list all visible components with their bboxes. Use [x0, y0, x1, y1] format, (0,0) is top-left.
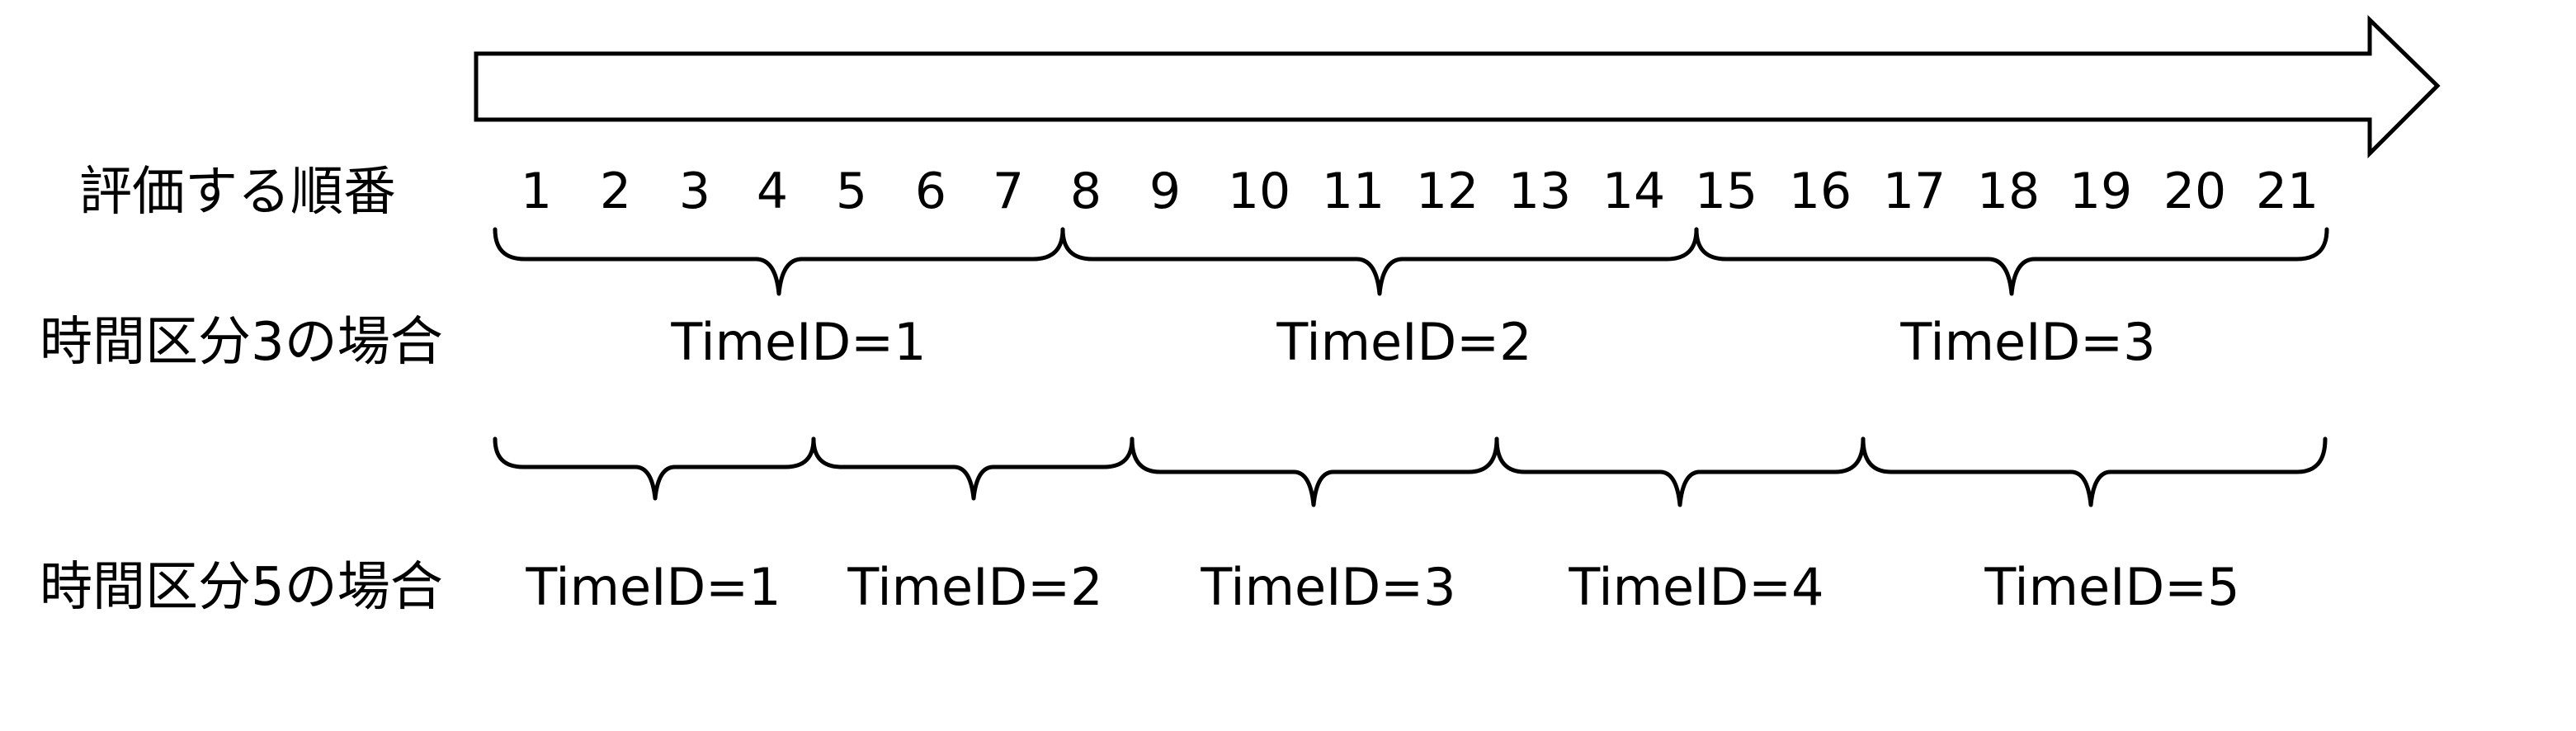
partition3-braces	[493, 227, 2329, 296]
partition3-label: TimeID=3	[1899, 312, 2155, 372]
partition3-brace-1	[493, 227, 1065, 296]
partition5-label: TimeID=3	[1200, 557, 1455, 617]
order-number: 9	[1149, 163, 1181, 220]
order-number: 11	[1322, 163, 1385, 220]
partition5-label: TimeID=5	[1984, 557, 2239, 617]
order-number: 1	[521, 163, 552, 220]
order-arrow	[474, 15, 2441, 159]
order-number: 18	[1977, 163, 2040, 220]
partition5-brace-3	[1130, 436, 1499, 507]
partition5-brace-4	[1494, 436, 1866, 507]
order-number: 5	[836, 163, 867, 220]
order-number: 13	[1508, 163, 1571, 220]
partition5-label: TimeID=2	[847, 557, 1102, 617]
case3-row-label: 時間区分3の場合	[40, 312, 443, 373]
order-number: 20	[2163, 163, 2226, 220]
partition3-label: TimeID=2	[1276, 312, 1531, 372]
partition5-brace-2	[811, 436, 1135, 501]
partition5-brace-1	[493, 436, 816, 501]
order-number: 8	[1070, 163, 1102, 220]
order-number: 10	[1228, 163, 1290, 220]
order-number: 7	[993, 163, 1024, 220]
order-number: 19	[2069, 163, 2132, 220]
order-number: 6	[915, 163, 946, 220]
order-number: 14	[1602, 163, 1665, 220]
case5-row-label: 時間区分5の場合	[40, 557, 443, 618]
order-number: 2	[600, 163, 631, 220]
order-number: 16	[1789, 163, 1852, 220]
order-number: 4	[757, 163, 788, 220]
partition5-braces	[493, 436, 2328, 507]
partition3-brace-2	[1060, 227, 1699, 296]
partition3-label: TimeID=1	[670, 312, 926, 372]
order-number: 12	[1416, 163, 1479, 220]
order-number: 15	[1695, 163, 1757, 220]
partition5-label: TimeID=4	[1568, 557, 1823, 617]
order-number: 17	[1883, 163, 1946, 220]
order-number: 3	[679, 163, 710, 220]
partition5-brace-5	[1861, 436, 2328, 507]
order-row-label: 評価する順番	[79, 162, 396, 223]
partition3-brace-3	[1694, 227, 2329, 296]
order-number: 21	[2256, 163, 2319, 220]
order-numbers: 1 2 3 4 5 6 7 8 9 10 11 12 13 14 15 16 1…	[521, 163, 2319, 220]
partition5-label: TimeID=1	[525, 557, 781, 617]
